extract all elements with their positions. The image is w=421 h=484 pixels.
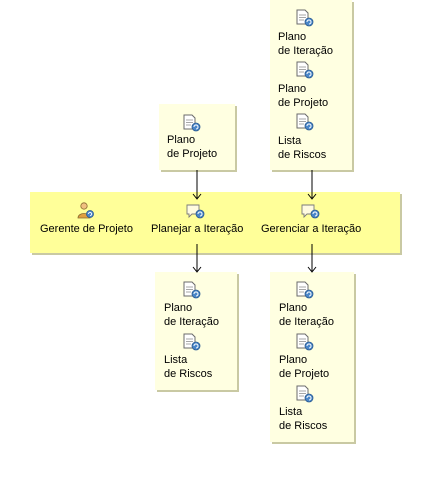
task-icon: [186, 204, 205, 219]
artifact-label-line2: de Projeto: [278, 97, 329, 109]
artifact-label-line1: Lista: [164, 354, 188, 366]
artifact-icon: [183, 114, 201, 132]
artifact-label-line2: de Iteração: [279, 316, 335, 328]
role-icon: [77, 202, 94, 219]
artifact-label-line2: de Iteração: [164, 316, 220, 328]
artifact-label-line2: de Iteração: [278, 45, 334, 57]
artifact-label-line1: Plano: [279, 302, 308, 314]
artifact-icon: [183, 333, 201, 351]
artifact-icon: [296, 333, 314, 351]
task-icon: [301, 204, 320, 219]
output-box-manage-iteration: Plano de Iteração Plano de Projeto Lista…: [270, 272, 354, 442]
artifact-label-line2: de Projeto: [279, 368, 330, 380]
artifact-label-line1: Plano: [164, 302, 193, 314]
activity-band: Gerente de Projeto Planejar a Iteração G…: [30, 192, 400, 253]
role-label: Gerente de Projeto: [40, 223, 133, 235]
artifact-label-line1: Plano: [278, 31, 307, 43]
artifact-label-line1: Plano: [278, 83, 307, 95]
artifact-icon: [183, 281, 201, 299]
artifact-icon: [296, 385, 314, 403]
artifact-label-line2: de Riscos: [278, 149, 327, 161]
task-label-plan-iteration: Planejar a Iteração: [151, 223, 244, 235]
artifact-icon: [296, 9, 314, 27]
task-label-manage-iteration: Gerenciar a Iteração: [261, 223, 362, 235]
artifact-icon: [296, 281, 314, 299]
artifact-label-line1: Plano: [167, 134, 196, 146]
input-box-manage-iteration: Plano de Iteração Plano de Projeto Lista…: [270, 0, 352, 170]
input-box-plan-iteration: Plano de Projeto: [159, 104, 235, 170]
artifact-icon: [296, 113, 314, 131]
artifact-label-line1: Lista: [278, 135, 302, 147]
artifact-label-line2: de Projeto: [167, 148, 218, 160]
artifact-label-line1: Plano: [279, 354, 308, 366]
output-box-plan-iteration: Plano de Iteração Lista de Riscos: [155, 272, 237, 390]
artifact-icon: [296, 61, 314, 79]
artifact-label-line2: de Riscos: [279, 420, 328, 432]
artifact-label-line2: de Riscos: [164, 368, 213, 380]
artifact-label-line1: Lista: [279, 406, 303, 418]
